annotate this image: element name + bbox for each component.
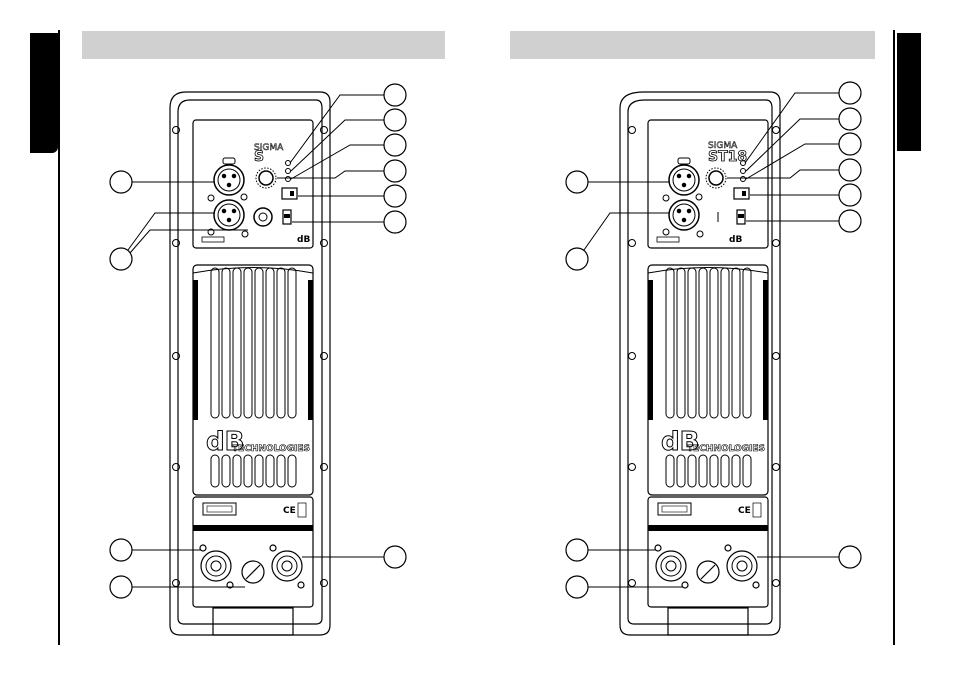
- callout-circle: [565, 170, 589, 194]
- fuse-holder: [241, 560, 265, 584]
- xlr-link-connector: [668, 199, 700, 231]
- screw: [320, 126, 328, 134]
- xlr-input-connector: [668, 164, 700, 196]
- speakon-link-connector: [271, 550, 303, 582]
- screw: [172, 239, 180, 247]
- brand-logo-small: dB: [297, 235, 310, 245]
- brand-wordmark: TECHNOLOGIES: [687, 444, 765, 454]
- screw: [320, 579, 328, 587]
- led-indicator: [285, 168, 291, 174]
- callout-circle: [109, 247, 133, 271]
- screw: [628, 352, 636, 360]
- screw: [628, 239, 636, 247]
- model-badge: S: [254, 149, 264, 165]
- ground-switch: [282, 209, 292, 225]
- gain-knob: [258, 170, 274, 186]
- speakon-link-connector: [726, 550, 758, 582]
- callout-circle: [838, 183, 862, 207]
- cabinet-outline: [169, 91, 331, 636]
- bottom-handle: [212, 607, 294, 636]
- screw: [172, 126, 180, 134]
- ground-switch: [736, 209, 746, 225]
- led-indicator: [740, 168, 746, 174]
- screw: [320, 463, 328, 471]
- page-edge-left: [58, 30, 60, 645]
- callout-circle: [838, 545, 862, 569]
- callout-circle: [838, 81, 862, 105]
- callout-circle: [838, 158, 862, 182]
- callout-circle: [565, 575, 589, 599]
- output-panel: [647, 496, 769, 608]
- series-mark: SIGMA: [254, 143, 284, 153]
- screw: [772, 352, 780, 360]
- page-edge-right: [893, 30, 895, 645]
- brand-logo-small: dB: [729, 235, 742, 245]
- screw: [172, 463, 180, 471]
- series-mark: SIGMA: [708, 141, 738, 151]
- model-badge: ST18: [708, 149, 747, 165]
- screw: [320, 352, 328, 360]
- mode-switch: [733, 187, 750, 200]
- output-panel: [192, 496, 314, 608]
- section-header-bar-right: [510, 31, 875, 59]
- cabinet-inner-outline: [177, 99, 323, 625]
- screw: [172, 352, 180, 360]
- callout-circle: [838, 107, 862, 131]
- bottom-handle: [667, 607, 749, 636]
- brand-wordmark: TECHNOLOGIES: [232, 444, 310, 454]
- screw: [628, 126, 636, 134]
- screw: [772, 126, 780, 134]
- screw: [628, 579, 636, 587]
- screw: [628, 463, 636, 471]
- screw: [772, 239, 780, 247]
- section-header-bar-left: [82, 31, 445, 59]
- speakon-output-connector: [655, 550, 687, 582]
- brand-logo-large: dB: [206, 427, 244, 457]
- input-panel: [192, 119, 314, 249]
- gain-knob: [708, 170, 724, 186]
- callout-circle: [838, 132, 862, 156]
- ce-mark: CE: [738, 506, 751, 516]
- led-indicator: [740, 176, 746, 182]
- ce-mark: CE: [283, 506, 296, 516]
- xlr-input-connector: [213, 164, 245, 196]
- brand-logo-large: dB: [661, 427, 699, 457]
- led-indicator: [285, 176, 291, 182]
- fuse-holder: [696, 560, 720, 584]
- jack-input-connector: [253, 207, 273, 227]
- mode-switch: [281, 187, 298, 200]
- thumb-tab-left: [30, 33, 58, 153]
- screw: [320, 239, 328, 247]
- callout-circle: [565, 247, 589, 271]
- screw: [772, 463, 780, 471]
- callout-circle: [838, 209, 862, 233]
- speakon-output-connector: [200, 550, 232, 582]
- cabinet-inner-outline: [627, 99, 773, 625]
- callout-circle: [565, 538, 589, 562]
- input-panel: [647, 119, 769, 249]
- screw: [772, 579, 780, 587]
- cabinet-outline: [619, 91, 781, 636]
- thumb-tab-right: [897, 33, 921, 151]
